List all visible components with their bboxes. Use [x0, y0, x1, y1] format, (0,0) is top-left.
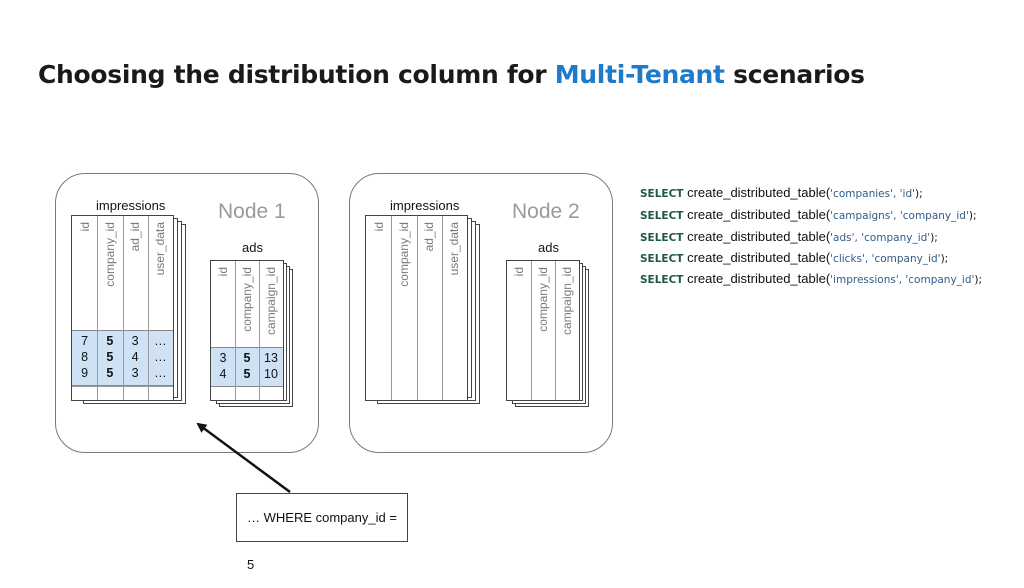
- code-keyword: SELECT: [640, 232, 684, 244]
- code-args: 'companies', 'id': [830, 188, 916, 200]
- table-cell: 5: [243, 351, 251, 365]
- code-function: create_distributed_table(: [683, 207, 831, 222]
- table-cell: 3: [131, 334, 139, 348]
- code-line: SELECT create_distributed_table('clicks'…: [640, 250, 948, 265]
- code-end: );: [930, 232, 938, 244]
- code-line: SELECT create_distributed_table('impress…: [640, 271, 982, 286]
- table-cell: 4: [131, 350, 139, 364]
- table-cell: 10: [264, 367, 278, 381]
- code-keyword: SELECT: [640, 274, 684, 286]
- code-function: create_distributed_table(: [683, 271, 831, 286]
- table-column: company_id: [531, 261, 556, 400]
- ads-title: ads: [242, 240, 263, 255]
- impressions-title: impressions: [390, 198, 460, 213]
- table-column: ad_id: [417, 216, 443, 400]
- code-args: 'impressions', 'company_id': [830, 274, 975, 286]
- table-cell: 3: [219, 351, 227, 365]
- ads-title: ads: [538, 240, 559, 255]
- code-function: create_distributed_table(: [683, 185, 831, 200]
- code-end: );: [968, 210, 977, 222]
- table-cell: 5: [243, 367, 251, 381]
- title-prefix: Choosing the distribution column for: [38, 60, 555, 89]
- node-2-label: Node 2: [512, 200, 580, 223]
- code-end: );: [974, 274, 983, 286]
- code-args: 'campaigns', 'company_id': [830, 210, 969, 222]
- page-title: Choosing the distribution column for Mul…: [38, 60, 865, 89]
- title-suffix: scenarios: [724, 60, 865, 89]
- table-cell: 5: [106, 334, 114, 348]
- code-function: create_distributed_table(: [683, 250, 831, 265]
- code-line: SELECT create_distributed_table('compani…: [640, 185, 923, 200]
- where-clause-box: … WHERE company_id = 5: [236, 493, 408, 572]
- code-end: );: [940, 253, 949, 265]
- code-line: SELECT create_distributed_table('ads', '…: [640, 229, 938, 244]
- code-keyword: SELECT: [640, 188, 684, 200]
- table-cell: 5: [106, 366, 114, 380]
- impressions-title: impressions: [96, 198, 166, 213]
- table-cell: …: [154, 350, 167, 364]
- table-cell: 4: [219, 367, 227, 381]
- table-cell: 7: [81, 334, 89, 348]
- query-arrow: [196, 422, 291, 494]
- table-cell: 5: [106, 350, 114, 364]
- code-keyword: SELECT: [640, 253, 684, 265]
- table-cell: …: [154, 366, 167, 380]
- code-line: SELECT create_distributed_table('campaig…: [640, 207, 977, 222]
- code-args: 'ads', 'company_id': [830, 232, 931, 244]
- highlighted-rows: [211, 347, 283, 387]
- table-cell: 9: [81, 366, 89, 380]
- code-keyword: SELECT: [640, 210, 684, 222]
- node-1-label: Node 1: [218, 200, 286, 223]
- table-column: id: [507, 261, 532, 400]
- table-column: id: [366, 216, 393, 400]
- table-cell: 8: [81, 350, 89, 364]
- table-column: company_id: [391, 216, 418, 400]
- title-accent: Multi-Tenant: [554, 60, 725, 89]
- table-column: user_data………: [148, 216, 173, 400]
- code-end: );: [915, 188, 923, 200]
- code-function: create_distributed_table(: [683, 229, 831, 244]
- table-cell: 13: [264, 351, 278, 365]
- table-cell: …: [154, 334, 167, 348]
- code-args: 'clicks', 'company_id': [830, 253, 941, 265]
- table-cell: 3: [131, 366, 139, 380]
